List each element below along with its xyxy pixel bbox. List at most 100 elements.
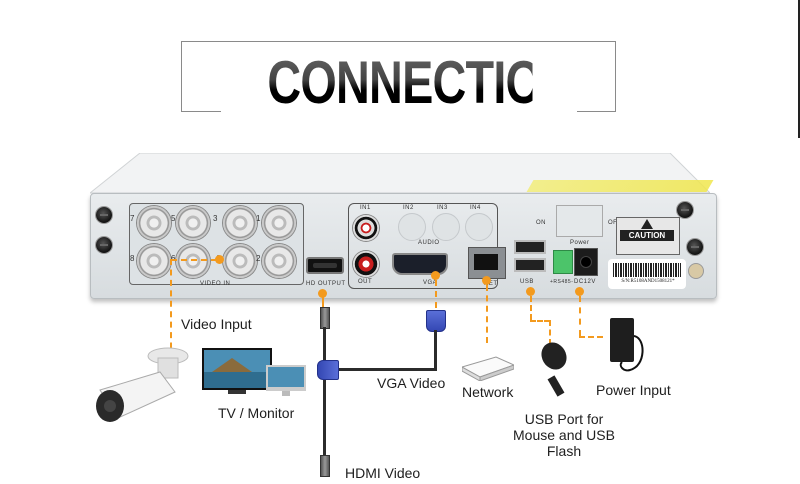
- edge-divider: [798, 0, 800, 138]
- power-label: Power: [570, 240, 590, 246]
- bnc-number: 5: [171, 214, 176, 223]
- vga-cable-h: [336, 368, 437, 371]
- caution-sticker: CAUTION: [616, 217, 680, 255]
- video-in-leader-h: [171, 259, 217, 261]
- vga-plug-icon: [426, 310, 446, 332]
- tv-monitor-label: TV / Monitor: [218, 405, 295, 421]
- bnc-port-3[interactable]: [223, 206, 257, 240]
- rs485-label: +RS485-: [550, 279, 574, 285]
- audio-in1-label: IN1: [360, 205, 371, 211]
- usb-port-label: USB Port for Mouse and USB Flash: [510, 411, 618, 459]
- bnc-number: 7: [130, 214, 135, 223]
- power-adapter-icon: [610, 318, 644, 372]
- usb-leader-v2: [549, 320, 551, 345]
- warning-icon: [641, 219, 653, 229]
- vga-plug-icon: [317, 360, 339, 380]
- audio-in4-port[interactable]: [465, 213, 493, 241]
- screw-icon: [96, 237, 112, 253]
- vga-cable-v: [434, 330, 437, 370]
- audio-panel: [348, 203, 498, 289]
- bnc-port-1[interactable]: [262, 206, 296, 240]
- title-frame-foot-left: [181, 111, 221, 112]
- bnc-number: 8: [130, 254, 135, 263]
- usb-connector-dot: [526, 287, 535, 296]
- hdmi-video-label: HDMI Video: [345, 465, 421, 481]
- net-label: NET: [484, 281, 498, 287]
- tv-monitor-icon: [202, 348, 306, 396]
- bnc-port-5[interactable]: [176, 206, 210, 240]
- bnc-port-2[interactable]: [262, 244, 296, 278]
- vga-video-label: VGA Video: [377, 375, 446, 391]
- net-connector-dot: [482, 276, 491, 285]
- audio-out-rca-port[interactable]: [353, 251, 379, 277]
- bnc-port-8[interactable]: [137, 244, 171, 278]
- dc-connector-dot: [575, 287, 584, 296]
- rs485-terminal[interactable]: [553, 250, 573, 274]
- video-input-label: Video Input: [181, 316, 252, 332]
- bnc-number: 3: [213, 214, 218, 223]
- ethernet-port[interactable]: [468, 247, 506, 279]
- mouse-and-usb-flash-icon: [541, 342, 567, 397]
- bnc-port-7[interactable]: [137, 206, 171, 240]
- usb-port-bottom[interactable]: [514, 258, 546, 272]
- vga-label: VGA: [423, 280, 438, 286]
- usb-port-top[interactable]: [514, 240, 546, 254]
- network-label: Network: [462, 384, 514, 400]
- power-leader-h: [579, 336, 603, 338]
- usb-port-label-line: Mouse and USB: [513, 427, 615, 443]
- ground-screw-icon: [688, 263, 704, 279]
- usb-leader-h: [530, 320, 550, 322]
- title-frame-foot-right: [577, 111, 615, 112]
- security-camera-icon: [96, 347, 189, 422]
- video-in-label: VIDEO IN: [200, 281, 231, 287]
- hdmi-port[interactable]: [306, 257, 344, 274]
- audio-in4-label: IN4: [470, 205, 481, 211]
- audio-out-label: OUT: [358, 279, 373, 285]
- hdmi-plug-icon: [320, 307, 330, 329]
- switch-on-label: ON: [536, 220, 546, 226]
- video-in-connector-dot: [215, 255, 224, 264]
- bnc-number: 6: [171, 254, 176, 263]
- audio-in3-label: IN3: [437, 205, 448, 211]
- bnc-port-4[interactable]: [223, 244, 257, 278]
- audio-label: AUDIO: [418, 240, 440, 246]
- bnc-number: 1: [256, 214, 261, 223]
- bnc-port-6[interactable]: [176, 244, 210, 278]
- power-input-label: Power Input: [596, 382, 671, 398]
- power-leader-v: [579, 296, 581, 336]
- audio-in1-rca-port[interactable]: [353, 215, 379, 241]
- page-title: CONNECTIONS: [267, 49, 605, 116]
- serial-barcode-sticker: S/N:R5108AND1508121*: [608, 259, 686, 289]
- screw-icon: [677, 202, 693, 218]
- usb-leader-v1: [530, 296, 532, 320]
- hdmi-plug-icon: [320, 455, 330, 477]
- power-switch[interactable]: [556, 205, 603, 237]
- usb-port-label-line: USB Port for: [524, 411, 604, 427]
- screw-icon: [687, 239, 703, 255]
- caution-label: CAUTION: [620, 230, 674, 241]
- hd-output-label: HD OUTPUT: [306, 281, 346, 287]
- hdmi-cable: [323, 327, 326, 457]
- audio-in2-label: IN2: [403, 205, 414, 211]
- dc-label: DC12V: [574, 279, 596, 285]
- screw-icon: [96, 207, 112, 223]
- switch-off-label: OFF: [608, 220, 622, 226]
- vga-port[interactable]: [392, 253, 448, 275]
- dvr-yellow-sticker: [526, 180, 714, 192]
- router-icon: [462, 356, 514, 381]
- net-leader: [486, 285, 488, 343]
- hdmi-leader: [322, 297, 324, 309]
- audio-in2-port[interactable]: [398, 213, 426, 241]
- video-in-leader-v: [170, 259, 172, 359]
- usb-port-label-line: Flash: [546, 443, 582, 459]
- usb-label: USB: [520, 279, 534, 285]
- vga-connector-dot: [431, 271, 440, 280]
- serial-number: S/N:R5108AND1508121*: [621, 279, 675, 284]
- bnc-number: 2: [256, 254, 261, 263]
- vga-leader: [435, 280, 437, 308]
- hdmi-connector-dot: [318, 289, 327, 298]
- barcode-icon: [613, 263, 681, 277]
- title-frame: [181, 41, 616, 112]
- dc-power-port[interactable]: [574, 248, 598, 276]
- audio-in3-port[interactable]: [432, 213, 460, 241]
